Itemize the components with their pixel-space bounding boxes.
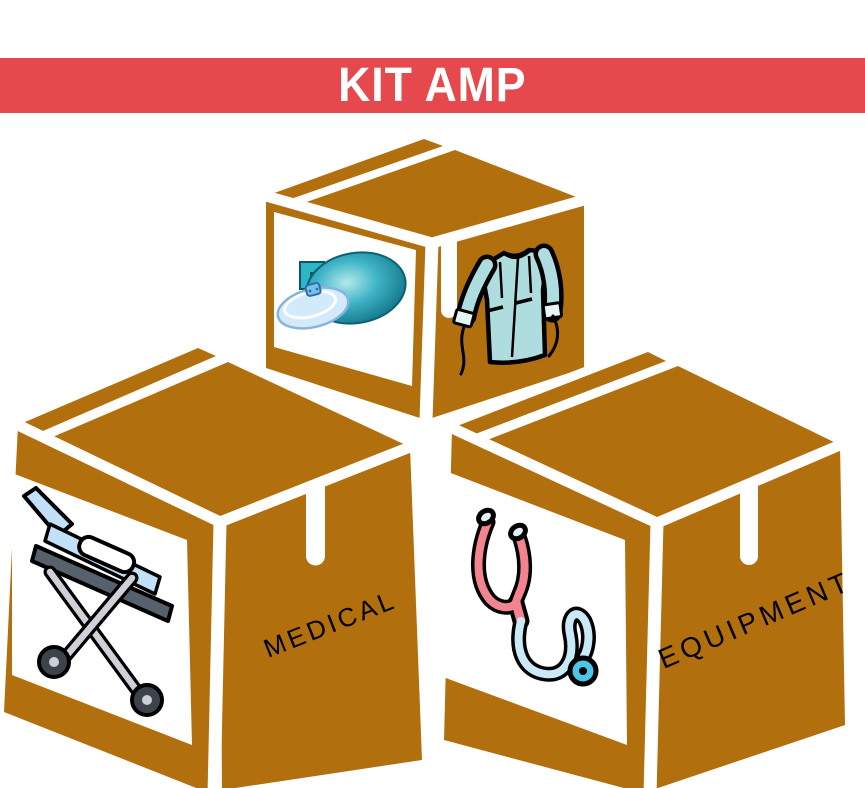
box-medical-front-edge [207, 521, 227, 788]
box-medical: MEDICAL [0, 339, 431, 788]
box-medical-right-face [220, 447, 422, 788]
box-equipment-front-edge [643, 522, 664, 788]
box-equipment-right-face [652, 445, 845, 788]
box-equipment: EQUIPMENT [435, 343, 856, 788]
tape-notch [441, 235, 457, 318]
manual-resuscitator-icon [276, 251, 407, 330]
stretcher-icon [22, 486, 174, 717]
box-top [257, 130, 593, 429]
tape-notch [740, 481, 758, 565]
box-medical-back-flap [18, 348, 216, 434]
box-equipment-back-flap [452, 352, 666, 436]
kit-banner-title: KIT AMP [338, 59, 527, 112]
tape-notch [306, 482, 325, 566]
kit-banner: KIT AMP [0, 58, 865, 113]
stethoscope-icon [471, 507, 599, 687]
surgical-gown-icon [452, 243, 564, 376]
box-equipment-lid [482, 366, 840, 523]
box-top-back-flap [266, 139, 443, 201]
box-top-front-edge [419, 242, 439, 421]
